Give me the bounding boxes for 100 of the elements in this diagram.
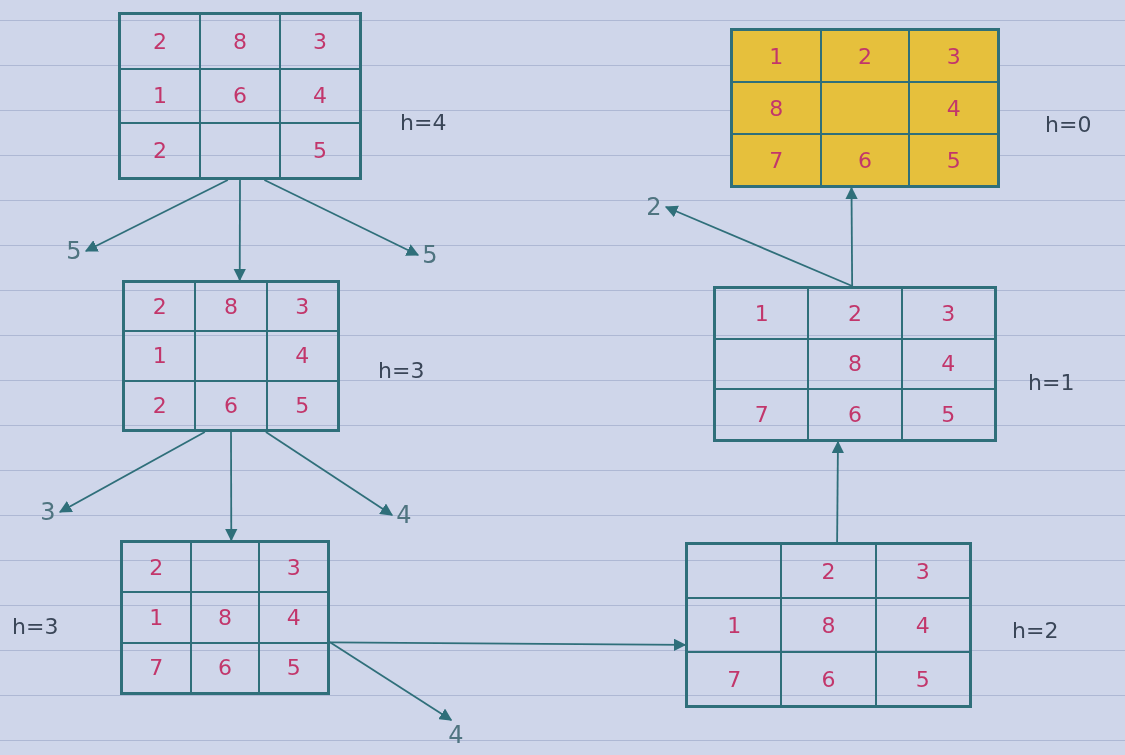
grid-cell [266,331,338,381]
grid-cell [200,68,280,124]
puzzle-grid [118,12,362,180]
grid-cell [820,82,910,134]
grid-cell [120,68,200,124]
tile-number: 7 [727,665,742,694]
arrow [233,179,247,282]
grid-cell [808,389,902,440]
tile-number: 4 [286,604,301,632]
tile-number: 6 [233,82,247,111]
arrow [845,186,858,287]
tile-number: 6 [224,391,238,420]
heuristic-label: h=1 [1028,369,1075,397]
grid-cell [820,134,910,186]
tile-number: 3 [915,557,930,586]
tile-number: 6 [218,654,232,683]
grid-cell [909,134,998,186]
puzzle-grid [685,542,972,708]
tile-number: 8 [233,27,247,56]
puzzle-grid [120,540,330,695]
tile-number: 5 [915,665,930,694]
tile-number: 1 [153,82,167,111]
grid-cell [122,592,191,643]
puzzle-grid [730,28,1000,188]
grid-cell [820,30,910,82]
grid-cell [732,30,821,82]
grid-cell [687,652,782,706]
heuristic-label: h=4 [400,109,447,137]
arrow [265,431,394,516]
tile-number: 6 [848,401,862,430]
grid-cell [715,288,809,339]
tile-number: 3 [286,553,301,582]
tile-number: 5 [946,146,961,175]
grid-cell [266,282,338,332]
cost-label: 5 [418,240,442,270]
grid-cell [124,331,196,381]
tile-number: 2 [821,557,836,586]
grid-cell [808,338,902,390]
tile-number: 1 [727,611,742,640]
grid-cell [781,544,876,598]
arrow [58,431,206,513]
tile-number: 2 [152,391,167,420]
grid-cell [687,598,782,652]
arrow [664,205,854,287]
grid-cell [901,389,995,440]
tile-number: 1 [149,604,164,632]
grid-cell [909,30,998,82]
grid-cell [259,592,328,643]
tile-number: 8 [224,293,238,322]
tile-number: 1 [754,299,769,328]
tile-number: 7 [149,654,164,683]
tile-number: 1 [152,342,167,371]
grid-cell [120,123,200,178]
arrow [224,431,238,542]
grid-cell [781,652,876,706]
arrow [84,179,229,252]
tile-number: 4 [915,611,930,640]
tile-number: 5 [295,391,310,420]
tile-number: 7 [769,146,784,175]
tile-number: 2 [149,553,164,582]
cost-label: 5 [62,236,86,266]
puzzle-grid [122,280,340,432]
puzzle-grid [713,286,997,442]
tile-number: 5 [286,654,301,683]
cost-label: 4 [392,500,416,530]
grid-cell [901,338,995,390]
arrow [831,440,845,543]
tile-number: 2 [153,27,167,56]
tile-number: 3 [946,42,961,71]
grid-cell [901,288,995,339]
grid-cell [122,642,191,693]
arrow [329,638,687,652]
grid-cell [280,14,360,69]
grid-cell [195,331,267,381]
grid-cell [875,598,970,652]
grid-cell [200,14,280,69]
tile-number: 7 [754,401,769,430]
tile-number: 1 [769,42,784,71]
cost-label: 4 [444,720,468,750]
cost-label: 2 [642,192,666,222]
tile-number: 8 [218,604,232,632]
grid-cell [875,544,970,598]
tile-number: 6 [858,146,872,175]
grid-cell [781,598,876,652]
tile-number: 5 [941,401,956,430]
grid-cell [195,282,267,332]
tile-number: 8 [848,350,862,379]
heuristic-label: h=3 [378,357,425,385]
grid-cell [195,380,267,430]
grid-cell [280,68,360,124]
arrow [329,641,453,721]
grid-cell [190,542,260,593]
cost-label: 3 [36,497,60,527]
grid-cell [259,542,328,593]
tile-number: 2 [848,299,862,328]
tile-number: 2 [858,42,872,71]
tile-number: 3 [941,299,956,328]
grid-cell [732,134,821,186]
grid-cell [732,82,821,134]
grid-cell [190,642,260,693]
